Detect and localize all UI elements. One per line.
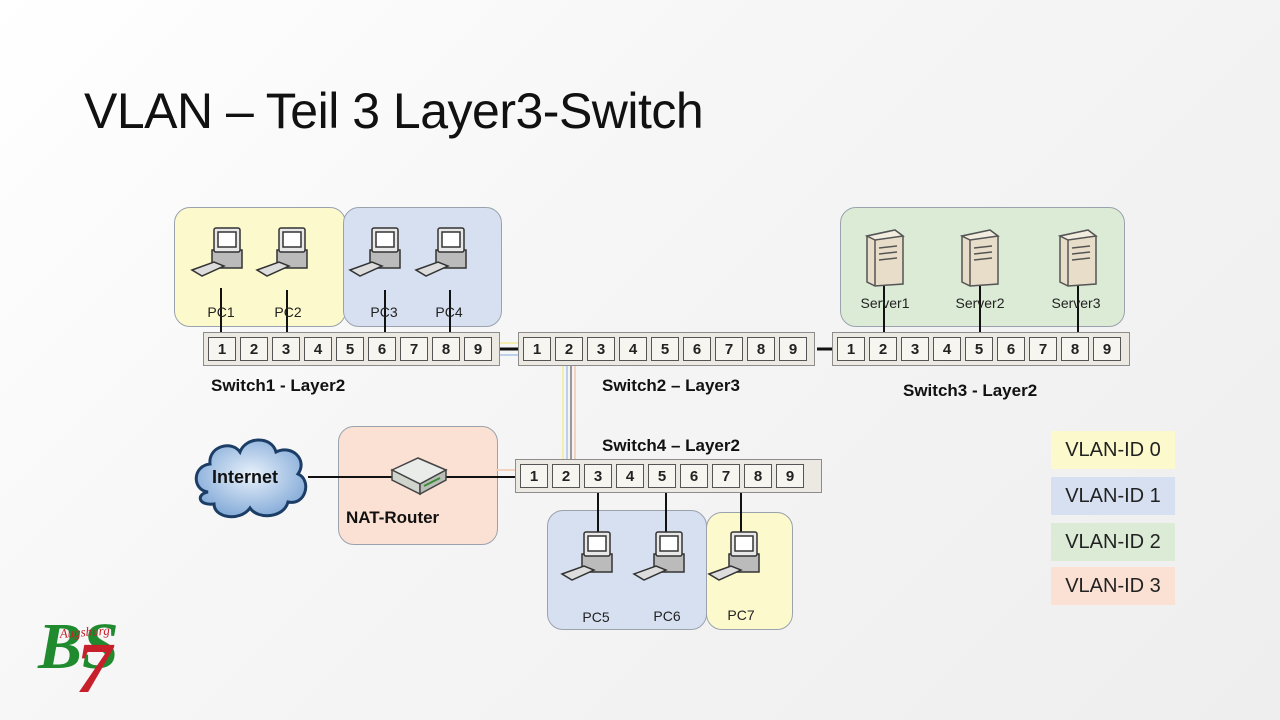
pc1-icon[interactable]	[190, 226, 250, 284]
pc4-icon[interactable]	[414, 226, 474, 284]
switch1-port-8[interactable]: 8	[432, 337, 460, 361]
pc2-icon[interactable]	[255, 226, 315, 284]
switch1-port-2[interactable]: 2	[240, 337, 268, 361]
switch1-port-7[interactable]: 7	[400, 337, 428, 361]
switch4-port-6[interactable]: 6	[680, 464, 708, 488]
internet-cloud-icon[interactable]	[188, 432, 312, 524]
switch3-port-3[interactable]: 3	[901, 337, 929, 361]
switch2-port-6[interactable]: 6	[683, 337, 711, 361]
switch4-port-8[interactable]: 8	[744, 464, 772, 488]
switch3-label: Switch3 - Layer2	[903, 381, 1038, 400]
switch1-port-9[interactable]: 9	[464, 337, 492, 361]
switch4-port-7[interactable]: 7	[712, 464, 740, 488]
switch2-port-5[interactable]: 5	[651, 337, 679, 361]
switch1-port-6[interactable]: 6	[368, 337, 396, 361]
switch1-port-4[interactable]: 4	[304, 337, 332, 361]
svg-text:BS: BS	[37, 610, 119, 683]
pc6-icon[interactable]	[632, 530, 692, 588]
switch3-port-9[interactable]: 9	[1093, 337, 1121, 361]
svg-text:7: 7	[76, 628, 115, 696]
legend-vlan-3: VLAN-ID 3	[1051, 567, 1175, 605]
switch3-port-7[interactable]: 7	[1029, 337, 1057, 361]
switch2: 1 2 3 4 5 6 7 8 9	[518, 332, 815, 366]
switch3-port-5[interactable]: 5	[965, 337, 993, 361]
switch1-port-1[interactable]: 1	[208, 337, 236, 361]
switch1-label: Switch1 - Layer2	[211, 376, 346, 395]
switch2-port-9[interactable]: 9	[779, 337, 807, 361]
switch1: 1 2 3 4 5 6 7 8 9	[203, 332, 500, 366]
switch3-port-6[interactable]: 6	[997, 337, 1025, 361]
server3-label: Server3	[1051, 295, 1101, 311]
switch2-port-4[interactable]: 4	[619, 337, 647, 361]
pc3-label: PC3	[370, 304, 398, 320]
switch3-port-2[interactable]: 2	[869, 337, 897, 361]
pc2-label: PC2	[274, 304, 302, 320]
bs7-logo: BS 7 Augsburg	[37, 610, 119, 696]
pc7-icon[interactable]	[707, 530, 767, 588]
server3-icon[interactable]	[1054, 226, 1102, 288]
pc6-label: PC6	[653, 608, 681, 624]
switch4-label: Switch4 – Layer2	[602, 436, 740, 455]
server1-label: Server1	[860, 295, 910, 311]
switch1-port-3[interactable]: 3	[272, 337, 300, 361]
switch4-port-5[interactable]: 5	[648, 464, 676, 488]
switch2-port-1[interactable]: 1	[523, 337, 551, 361]
server1-icon[interactable]	[861, 226, 909, 288]
switch4-port-1[interactable]: 1	[520, 464, 548, 488]
pc7-label: PC7	[727, 607, 755, 623]
switch4-port-3[interactable]: 3	[584, 464, 612, 488]
switch2-port-3[interactable]: 3	[587, 337, 615, 361]
switch4-port-9[interactable]: 9	[776, 464, 804, 488]
pc4-label: PC4	[435, 304, 463, 320]
pc1-label: PC1	[207, 304, 235, 320]
pc5-label: PC5	[582, 609, 610, 625]
switch2-port-2[interactable]: 2	[555, 337, 583, 361]
switch2-port-7[interactable]: 7	[715, 337, 743, 361]
page-title: VLAN – Teil 3 Layer3-Switch	[84, 83, 704, 139]
pc5-icon[interactable]	[560, 530, 620, 588]
legend-vlan-0: VLAN-ID 0	[1051, 431, 1175, 469]
switch4: 1 2 3 4 5 6 7 8 9	[515, 459, 822, 493]
router-label: NAT-Router	[346, 508, 440, 527]
switch4-port-2[interactable]: 2	[552, 464, 580, 488]
switch2-port-8[interactable]: 8	[747, 337, 775, 361]
pc3-icon[interactable]	[348, 226, 408, 284]
router-icon[interactable]	[388, 452, 450, 498]
server2-label: Server2	[955, 295, 1005, 311]
switch3-port-8[interactable]: 8	[1061, 337, 1089, 361]
switch1-port-5[interactable]: 5	[336, 337, 364, 361]
server2-icon[interactable]	[956, 226, 1004, 288]
switch4-port-4[interactable]: 4	[616, 464, 644, 488]
switch3-port-1[interactable]: 1	[837, 337, 865, 361]
switch2-label: Switch2 – Layer3	[602, 376, 740, 395]
svg-text:Augsburg: Augsburg	[58, 623, 110, 642]
switch3-port-4[interactable]: 4	[933, 337, 961, 361]
legend-vlan-2: VLAN-ID 2	[1051, 523, 1175, 561]
switch3: 1 2 3 4 5 6 7 8 9	[832, 332, 1130, 366]
internet-label: Internet	[212, 467, 279, 487]
legend-vlan-1: VLAN-ID 1	[1051, 477, 1175, 515]
